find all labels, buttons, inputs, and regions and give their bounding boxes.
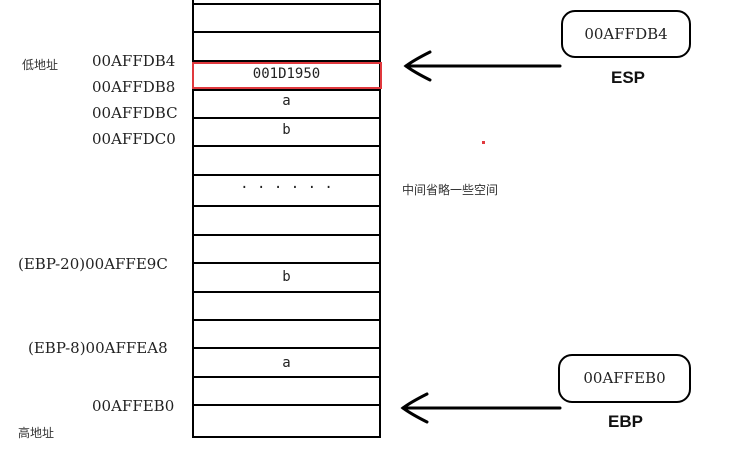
stack-cell-value: b xyxy=(282,269,291,285)
stack-row-divider xyxy=(194,117,379,119)
stack-row-divider xyxy=(194,3,379,5)
low-address-label: 低地址 xyxy=(22,58,59,72)
esp-value-box: 00AFFDB4 xyxy=(561,10,691,58)
ebp-register-label: EBP xyxy=(608,412,643,431)
stack-memory-column: 001D1950 a b · · · · · · b a xyxy=(192,0,381,438)
address-label-ebp-8: (EBP-8)00AFFEA8 xyxy=(28,339,168,357)
stack-row-divider xyxy=(194,205,379,207)
stack-row-divider xyxy=(194,89,379,91)
address-label-ebp-20: (EBP-20)00AFFE9C xyxy=(18,255,168,273)
esp-highlight-box xyxy=(192,62,382,89)
esp-arrow-head xyxy=(403,50,432,82)
esp-register-label: ESP xyxy=(611,68,646,87)
stack-row-divider xyxy=(194,347,379,349)
stack-row-divider xyxy=(194,262,379,264)
address-label-4: 00AFFDC0 xyxy=(92,130,176,148)
omitted-space-note: 中间省略一些空间 xyxy=(402,183,499,197)
stack-cell-value: a xyxy=(282,93,291,109)
ebp-arrow-head xyxy=(400,392,429,424)
stack-row-divider xyxy=(194,234,379,236)
address-label-1: 00AFFDB4 xyxy=(92,52,176,70)
marker-dot xyxy=(482,141,485,144)
high-address-label: 高地址 xyxy=(18,426,55,440)
ebp-value-box: 00AFFEB0 xyxy=(558,354,691,403)
address-label-ebp: 00AFFEB0 xyxy=(92,397,175,415)
stack-row-divider xyxy=(194,174,379,176)
esp-value: 00AFFDB4 xyxy=(584,25,668,43)
ebp-value: 00AFFEB0 xyxy=(583,369,666,387)
stack-row-divider xyxy=(194,404,379,406)
stack-row-divider xyxy=(194,60,379,62)
stack-cell-value: 001D1950 xyxy=(252,66,321,82)
stack-row-divider xyxy=(194,145,379,147)
stack-row-divider xyxy=(194,291,379,293)
address-label-3: 00AFFDBC xyxy=(92,104,178,122)
stack-row-divider xyxy=(194,376,379,378)
address-label-2: 00AFFDB8 xyxy=(92,78,176,96)
stack-cell-value: b xyxy=(282,122,291,138)
stack-ellipsis: · · · · · · xyxy=(240,180,333,196)
stack-cell-value: a xyxy=(282,355,291,371)
stack-row-divider xyxy=(194,31,379,33)
stack-row-divider xyxy=(194,319,379,321)
